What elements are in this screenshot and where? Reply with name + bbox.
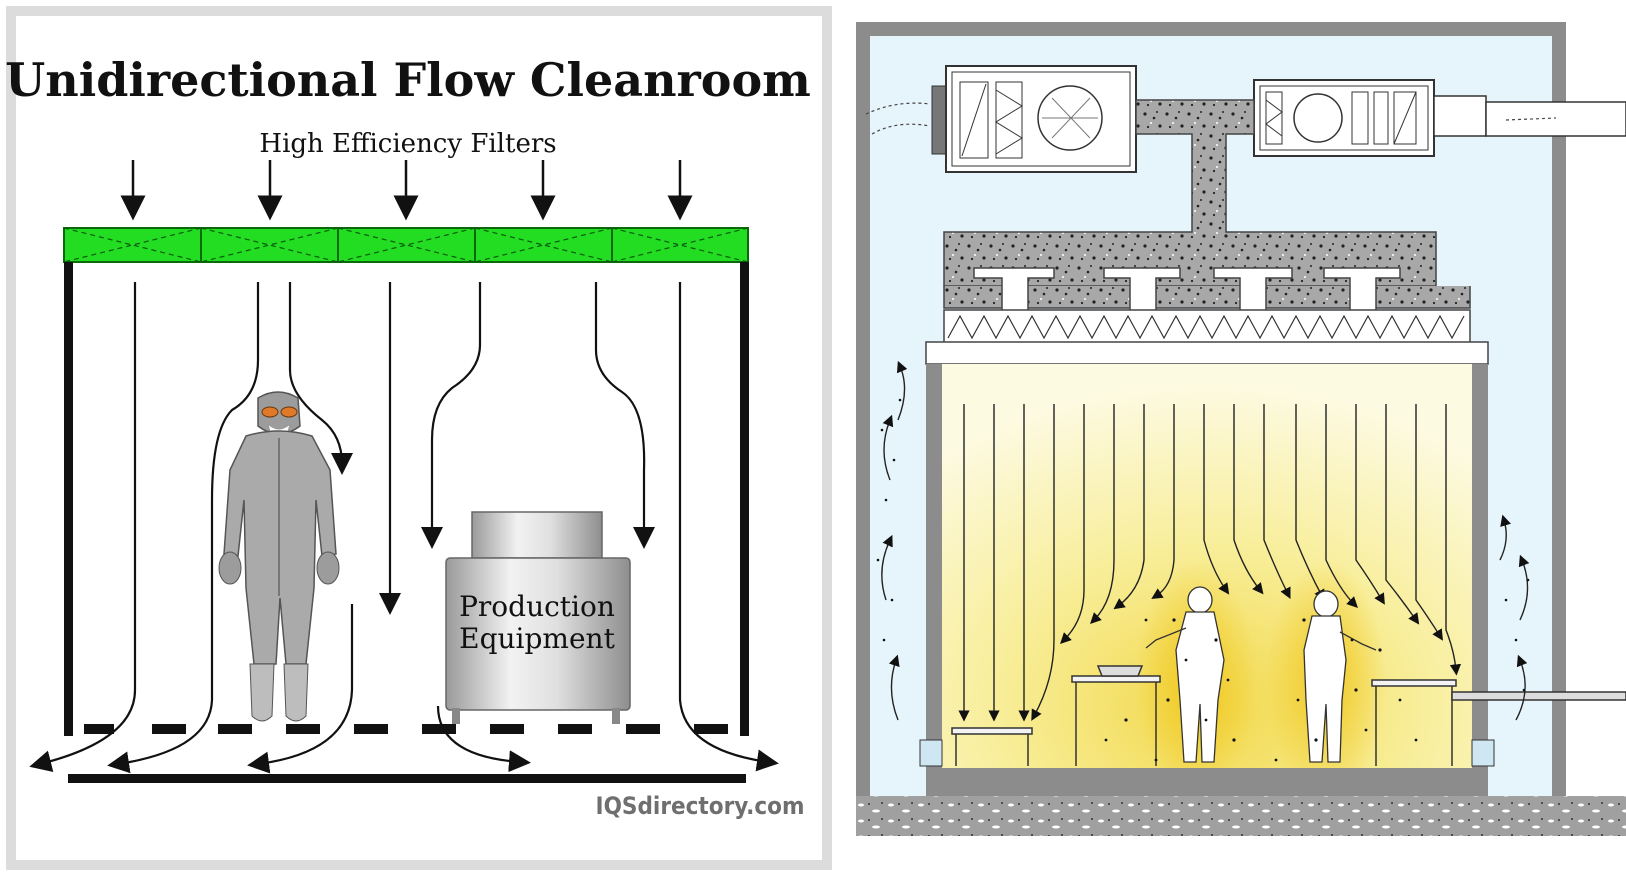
left-wall <box>64 262 73 736</box>
perforated-floor <box>84 724 728 734</box>
unidirectional-flow-panel: Unidirectional Flow Cleanroom High Effic… <box>5 6 832 870</box>
particles <box>1104 618 1418 762</box>
return-grille-right <box>1471 739 1495 767</box>
workstations <box>951 665 1626 766</box>
production-equipment: Production Equipment <box>445 511 631 724</box>
diagram-title: Unidirectional Flow Cleanroom <box>5 53 811 107</box>
equipment-label-line1: Production <box>459 590 615 623</box>
airflow-section-panel <box>856 0 1626 882</box>
hepa-filter-bank <box>63 227 749 263</box>
supply-ductwork <box>925 99 1489 365</box>
return-grille-left <box>919 739 943 767</box>
return-particles <box>876 398 1530 692</box>
workers <box>1145 586 1377 763</box>
cleanroom-right-wall <box>1472 364 1488 774</box>
right-diagram-svg <box>856 22 1626 836</box>
air-handling-units <box>931 65 1487 173</box>
intake-streaks <box>865 102 1557 135</box>
brand-watermark: IQSdirectory.com <box>596 792 805 820</box>
exhaust-duct <box>1485 101 1626 137</box>
cleanroom-floor <box>926 768 1488 796</box>
incoming-air-arrows <box>120 160 693 221</box>
equipment-label-line2: Equipment <box>459 622 615 655</box>
return-air-arrows <box>881 360 1530 721</box>
left-diagram-svg: Unidirectional Flow Cleanroom High Effic… <box>5 53 811 820</box>
cleanroom-left-wall <box>926 364 942 774</box>
building-floor-slab <box>856 796 1626 836</box>
filters-label: High Efficiency Filters <box>259 129 556 159</box>
operator-figure <box>218 391 340 722</box>
laminar-airflow <box>958 404 1462 722</box>
right-wall <box>740 262 749 736</box>
base-slab <box>68 774 746 783</box>
airflow-lines <box>29 282 779 774</box>
